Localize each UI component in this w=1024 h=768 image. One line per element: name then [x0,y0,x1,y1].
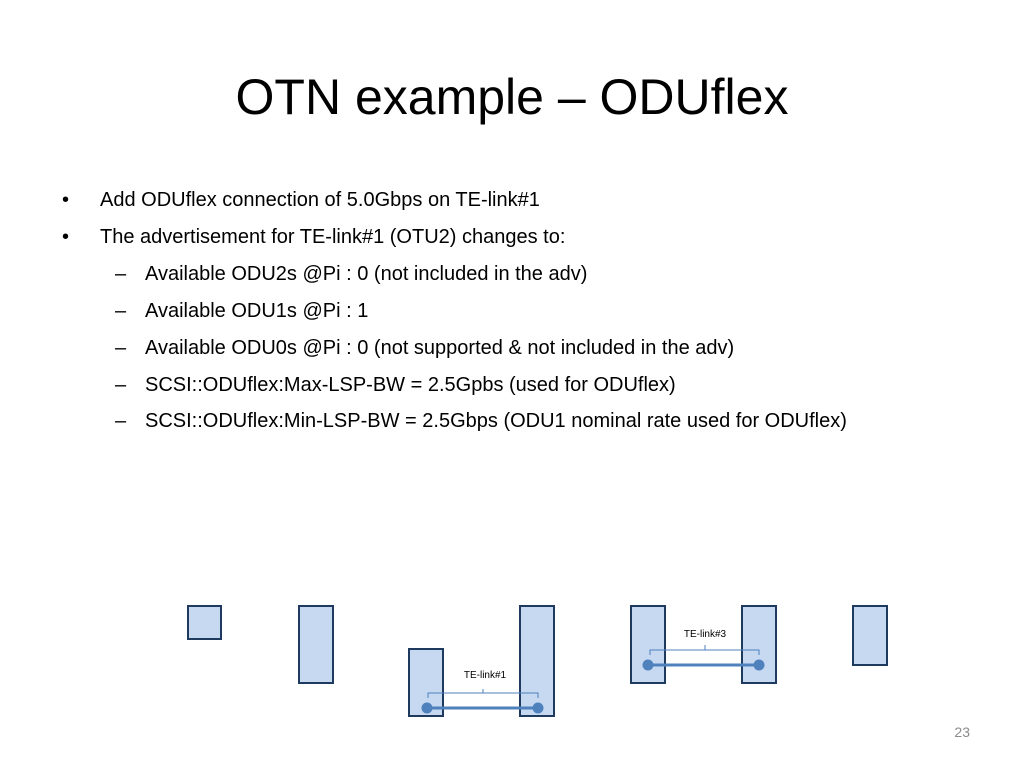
sub-bullet-marker: – [115,263,127,285]
brace-icon [649,645,760,655]
te-link-3-label: TE-link#3 [684,629,727,640]
node-box [741,605,777,684]
bullet-text: Add ODUflex connection of 5.0Gbps on TE-… [100,189,540,211]
node-box [519,605,555,717]
bullet-marker: • [62,189,70,211]
te-link-1: TE-link#1 [421,670,544,714]
sub-bullet-text: SCSI::ODUflex:Max-LSP-BW = 2.5Gpbs (used… [145,374,676,396]
sub-bullet-text: Available ODU1s @Pi : 1 [145,300,369,322]
sub-bullet-marker: – [115,410,127,432]
sub-bullet-marker: – [115,374,127,396]
node-box [852,605,888,666]
node-box [187,605,222,640]
te-link-1-label: TE-link#1 [464,670,507,681]
sub-bullet-text: Available ODU0s @Pi : 0 (not supported &… [145,337,735,359]
bullet-list: • Add ODUflex connection of 5.0Gbps on T… [62,189,847,432]
page-number: 23 [954,724,970,740]
slide-title: OTN example – ODUflex [235,69,789,125]
node-box [298,605,334,684]
node-box [630,605,666,684]
sub-bullet-text: Available ODU2s @Pi : 0 (not included in… [145,263,588,285]
bullet-text: The advertisement for TE-link#1 (OTU2) c… [100,226,566,248]
sub-bullet-text: SCSI::ODUflex:Min-LSP-BW = 2.5Gbps (ODU1… [145,410,847,432]
sub-bullet-marker: – [115,337,127,359]
te-link-3: TE-link#3 [642,629,765,671]
sub-bullet-marker: – [115,300,127,322]
brace-icon [427,689,539,698]
bullet-marker: • [62,226,70,248]
